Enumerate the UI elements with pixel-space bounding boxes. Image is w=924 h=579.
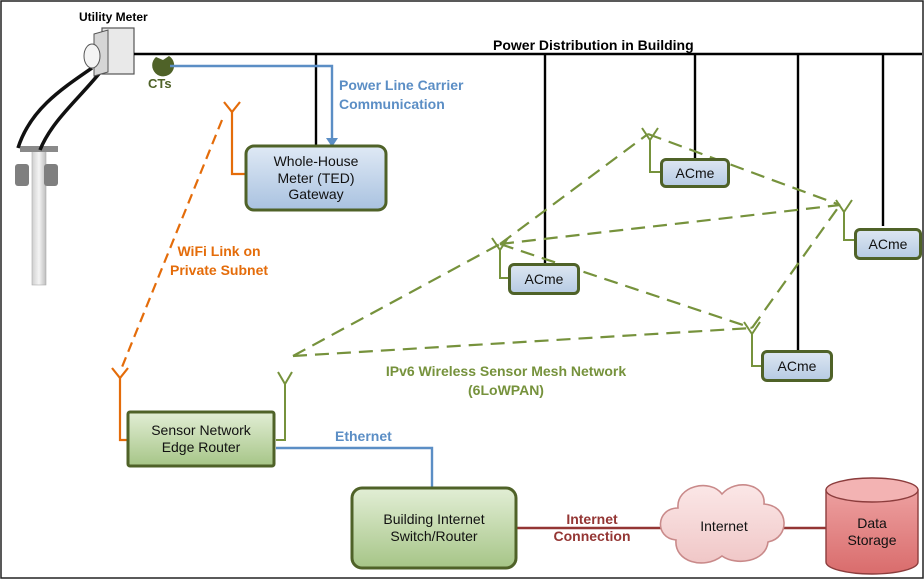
acme-node: ACme	[761, 350, 833, 382]
service-cable	[38, 68, 104, 151]
edge-router-line1: Sensor Network	[151, 422, 251, 439]
cts-label: CTs	[148, 76, 172, 91]
ct-clamp-icon	[152, 56, 175, 77]
plc-arrowhead	[326, 138, 338, 147]
edge-router-box-shape	[126, 410, 276, 468]
mesh-network-links	[292, 132, 841, 358]
mesh-label-line1: IPv6 Wireless Sensor Mesh Network	[385, 363, 627, 379]
switch-box-shape	[350, 486, 518, 570]
acme-node: ACme	[854, 228, 922, 260]
internet-connection-line2: Connection	[553, 528, 631, 544]
power-distribution-lines	[134, 52, 922, 350]
switch-box: Building Internet Switch/Router	[352, 488, 516, 568]
data-storage-line1: Data	[857, 515, 887, 532]
internet-connection-label: Internet Connection	[544, 511, 640, 545]
switch-line2: Switch/Router	[390, 528, 478, 544]
diagram-title: Power Distribution in Building	[493, 37, 694, 53]
wifi-label-line2: Private Subnet	[170, 262, 269, 278]
mesh-label: IPv6 Wireless Sensor Mesh Network (6LoWP…	[378, 362, 634, 400]
wifi-label: WiFi Link on Private Subnet	[170, 242, 268, 280]
gateway-box: Whole-House Meter (TED) Gateway	[246, 146, 386, 210]
gateway-line3: Gateway	[288, 186, 344, 203]
plc-label-line2: Communication	[339, 96, 445, 112]
gateway-line2: Meter (TED)	[277, 169, 355, 186]
acme-node: ACme	[660, 158, 730, 188]
data-storage-label: Data Storage	[826, 510, 918, 554]
wifi-label-line1: WiFi Link on	[177, 243, 261, 259]
utility-meter-icon	[83, 27, 135, 77]
acme-node: ACme	[508, 263, 580, 295]
data-storage-line2: Storage	[847, 532, 897, 548]
mesh-antennas	[276, 127, 854, 441]
internet-connection-line1: Internet	[566, 511, 618, 527]
switch-line1: Building Internet	[383, 511, 485, 528]
internet-cloud-icon	[659, 484, 785, 564]
ethernet-label: Ethernet	[335, 428, 392, 444]
edge-router-line2: Edge Router	[161, 439, 241, 455]
utility-meter-label: Utility Meter	[79, 10, 148, 24]
wifi-link	[111, 101, 246, 442]
gateway-box-shape	[244, 144, 388, 212]
data-storage-icon	[825, 477, 919, 575]
edge-router-box: Sensor Network Edge Router	[128, 412, 274, 466]
mesh-label-line2: (6LoWPAN)	[468, 382, 544, 398]
service-cable	[16, 66, 93, 149]
power-line-carrier-link	[170, 64, 334, 140]
plc-label: Power Line Carrier Communication	[339, 76, 464, 114]
ethernet-link	[276, 446, 434, 488]
plc-label-line1: Power Line Carrier	[339, 77, 464, 93]
utility-pole-icon	[15, 146, 58, 286]
gateway-line1: Whole-House	[273, 152, 359, 169]
internet-cloud-label: Internet	[700, 517, 748, 534]
